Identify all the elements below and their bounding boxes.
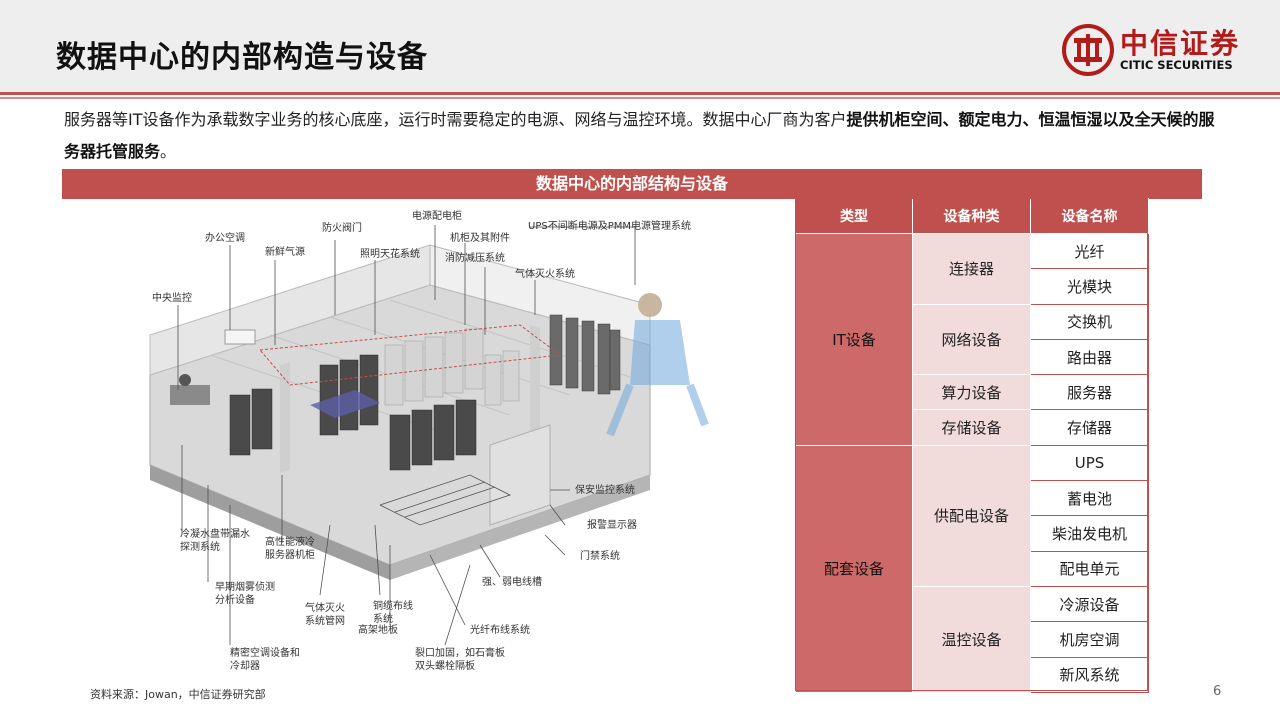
table-row: 存储设备 存储器	[796, 409, 1149, 446]
label-fire-decompression: 消防减压系统	[445, 253, 505, 264]
title-divider	[0, 92, 1280, 95]
table-row: 光模块	[796, 268, 1149, 305]
label-fresh-air: 新鲜气源	[265, 247, 305, 258]
label-gas-fire-pipe: 气体灭火	[305, 603, 345, 614]
table-row: 机房空调	[796, 621, 1149, 658]
page-number: 6	[1213, 684, 1222, 699]
label-condensate-tray-2: 探测系统	[180, 542, 220, 553]
category-cell: 算力设备	[912, 374, 1031, 411]
label-lighting-ceiling: 照明天花系统	[360, 249, 420, 260]
name-cell: 机房空调	[1030, 621, 1149, 658]
label-alarm-display: 报警显示器	[587, 520, 637, 531]
label-condensate-tray: 冷凝水盘带漏水	[180, 529, 250, 540]
intro-paragraph: 服务器等IT设备作为承载数字业务的核心底座，运行时需要稳定的电源、网络与温控环境…	[64, 104, 1224, 168]
intro-bold-text: 提供机柜空间、额定电力、恒温恒湿以及全天候的服务器托管服务	[64, 110, 1215, 161]
table-row: 温控设备 冷源设备	[796, 585, 1149, 693]
label-ups-pmm: UPS不间断电源及PMM电源管理系统	[528, 221, 691, 232]
datacenter-illustration: 办公空调 新鲜气源 防火阀门 照明天花系统 电源配电柜 机柜及其附件 消防减压系…	[90, 205, 790, 685]
table-header-row: 类型 设备种类 设备名称	[795, 198, 1149, 234]
category-cell: 连接器	[912, 233, 1031, 305]
header-name: 设备名称	[1030, 198, 1149, 234]
category-cell: 温控设备	[912, 585, 1031, 693]
label-liquid-cooling-2: 服务器机柜	[265, 550, 315, 561]
label-central-monitoring: 中央监控	[152, 293, 192, 304]
name-cell: 冷源设备	[1030, 585, 1149, 623]
name-cell: 配电单元	[1030, 550, 1149, 587]
label-precision-ac: 精密空调设备和	[230, 648, 300, 659]
name-cell: 交换机	[1030, 303, 1149, 340]
label-smoke-detection: 早期烟雾侦测	[215, 582, 275, 593]
name-cell: 柴油发电机	[1030, 515, 1149, 552]
intro-text-end: 。	[160, 142, 177, 161]
label-precision-ac-2: 冷却器	[230, 661, 260, 672]
title-bar	[0, 0, 1280, 92]
name-cell: 光纤	[1030, 232, 1149, 270]
table-row: 新风系统	[796, 656, 1149, 693]
name-cell: 路由器	[1030, 338, 1149, 376]
citic-logo: 中信证券 CITIC SECURITIES	[1062, 22, 1252, 78]
table-row: IT设备 连接器 光纤	[795, 232, 1149, 446]
label-security-monitoring: 保安监控系统	[575, 485, 635, 496]
label-fire-damper: 防火阀门	[322, 223, 362, 234]
label-gas-fire-system: 气体灭火系统	[515, 269, 575, 280]
label-liquid-cooling: 高性能液冷	[265, 537, 315, 548]
type-cell: 配套设备	[795, 444, 913, 693]
type-cell: IT设备	[795, 233, 913, 446]
label-gypsum-board-2: 双头螺栓隔板	[415, 661, 475, 672]
title-divider-light	[0, 97, 1280, 99]
name-cell: 光模块	[1030, 268, 1149, 305]
name-cell: 存储器	[1030, 409, 1149, 446]
datacenter-drawing	[149, 225, 709, 646]
logo-chinese: 中信证券	[1120, 27, 1241, 60]
table-row: 路由器	[796, 338, 1149, 376]
category-cell: 供配电设备	[912, 444, 1031, 587]
equipment-table: 类型 设备种类 设备名称 IT设备 连接器 光纤 光模块 网络设备 交换机 路由…	[795, 198, 1149, 693]
category-cell: 存储设备	[912, 409, 1031, 446]
source-note: 资料来源：Jowan，中信证券研究部	[90, 688, 266, 701]
name-cell: 蓄电池	[1030, 480, 1149, 517]
name-cell: 新风系统	[1030, 656, 1149, 693]
label-fiber-cabling: 光纤布线系统	[470, 625, 530, 636]
category-cell: 网络设备	[912, 303, 1031, 376]
label-copper-cabling-2: 系统	[373, 614, 393, 625]
label-copper-cabling: 铜缆布线	[373, 601, 413, 612]
page-title: 数据中心的内部构造与设备	[56, 40, 428, 75]
header-type: 类型	[795, 198, 913, 234]
label-gypsum-board: 裂口加固，如石膏板	[415, 648, 505, 659]
logo-english: CITIC SECURITIES	[1120, 58, 1233, 72]
figure-title: 数据中心的内部结构与设备	[62, 169, 1202, 199]
table-row: 算力设备 服务器	[796, 374, 1149, 411]
name-cell: 服务器	[1030, 374, 1149, 411]
table-row: 蓄电池	[796, 480, 1149, 517]
label-raised-floor: 高架地板	[358, 625, 398, 636]
label-rack-accessories: 机柜及其附件	[450, 233, 510, 244]
label-power-cabinet: 电源配电柜	[412, 211, 462, 222]
table-row: 配套设备 供配电设备 UPS	[795, 444, 1149, 693]
citic-emblem-icon	[1062, 24, 1114, 76]
label-access-control: 门禁系统	[580, 551, 620, 562]
header-category: 设备种类	[912, 198, 1031, 234]
intro-text: 服务器等IT设备作为承载数字业务的核心底座，运行时需要稳定的电源、网络与温控环境…	[64, 110, 847, 129]
label-office-ac: 办公空调	[205, 233, 245, 244]
label-smoke-detection-2: 分析设备	[215, 595, 255, 606]
name-cell: UPS	[1030, 444, 1149, 482]
label-cable-trough: 强、弱电线槽	[482, 577, 542, 588]
label-gas-fire-pipe-2: 系统管网	[305, 616, 345, 627]
